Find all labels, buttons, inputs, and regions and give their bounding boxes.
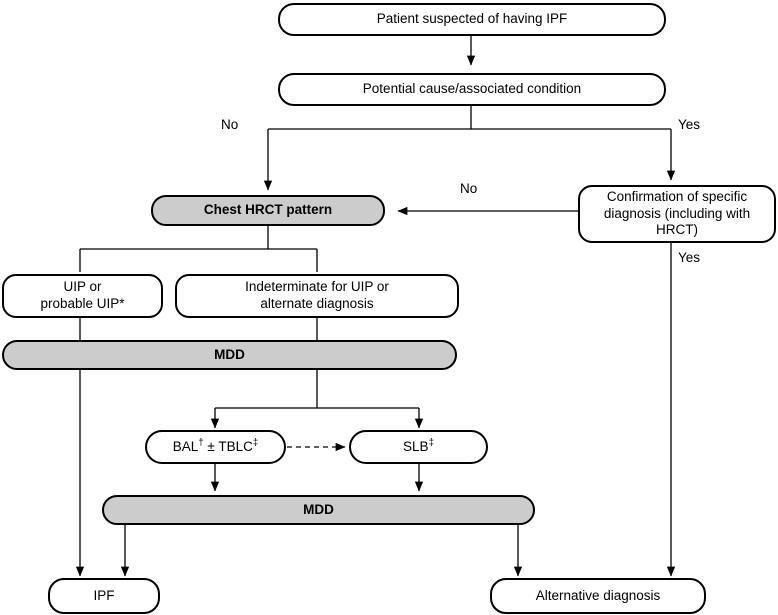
node-potential-cause[interactable]: Potential cause/associated condition [278, 73, 666, 106]
node-alternative-diagnosis-label: Alternative diagnosis [535, 587, 661, 603]
edge-label-no-middle: No [460, 181, 478, 196]
node-bal-text: BAL [172, 438, 199, 454]
node-chest-hrct-pattern-label: Chest HRCT pattern [203, 202, 333, 218]
node-tblc-text: ± TBLC [203, 438, 253, 454]
edge-label-no-left: No [221, 117, 239, 132]
slb-ddagger-superscript: ‡ [428, 437, 434, 449]
edge-label-yes-right: Yes [678, 117, 701, 132]
node-confirmation-line1: Confirmation of specific [606, 188, 748, 204]
node-slb-label: SLB‡ [397, 437, 440, 456]
node-alternative-diagnosis[interactable]: Alternative diagnosis [490, 578, 706, 614]
bal-dagger-superscript: † [198, 437, 204, 449]
node-ipf[interactable]: IPF [48, 578, 160, 614]
node-patient-suspected[interactable]: Patient suspected of having IPF [278, 3, 666, 36]
node-patient-suspected-label: Patient suspected of having IPF [376, 11, 568, 27]
node-ipf-label: IPF [93, 587, 115, 603]
node-confirmation-line2: diagnosis (including with HRCT) [603, 205, 751, 238]
node-confirmation-specific-diagnosis[interactable]: Confirmation of specific diagnosis (incl… [578, 185, 776, 243]
edge-label-yes-down: Yes [678, 250, 701, 265]
node-bal-tblc[interactable]: BAL† ± TBLC‡ [145, 430, 286, 464]
node-mdd-second[interactable]: MDD [102, 495, 535, 525]
node-uip-line2: probable UIP* [40, 296, 125, 311]
node-indeterminate-line2: alternate diagnosis [260, 296, 374, 311]
node-uip-line1: UIP or [63, 279, 102, 295]
node-indeterminate-or-alternate[interactable]: Indeterminate for UIP or alternate diagn… [175, 274, 459, 318]
tblc-ddagger-superscript: ‡ [252, 437, 259, 449]
node-mdd-second-label: MDD [303, 501, 334, 517]
node-bal-tblc-label: BAL† ± TBLC‡ [167, 437, 265, 456]
node-mdd-first[interactable]: MDD [2, 340, 457, 370]
node-uip-or-probable-uip[interactable]: UIP or probable UIP* [2, 274, 163, 318]
node-slb[interactable]: SLB‡ [349, 430, 488, 464]
node-indeterminate-line1: Indeterminate for UIP or [245, 279, 389, 295]
node-potential-cause-label: Potential cause/associated condition [362, 81, 582, 97]
node-mdd-first-label: MDD [214, 346, 245, 362]
node-chest-hrct-pattern[interactable]: Chest HRCT pattern [151, 195, 385, 226]
node-slb-text: SLB [403, 438, 429, 454]
